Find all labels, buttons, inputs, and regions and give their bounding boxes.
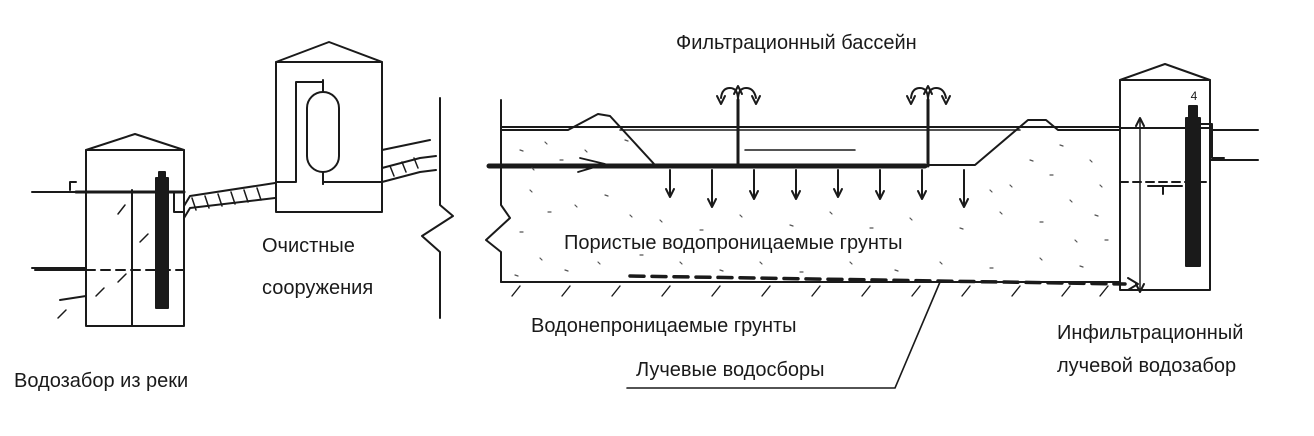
leader-line-radial-collectors (626, 281, 941, 389)
label-treatment-line1: Очистные (262, 235, 355, 257)
filtration-pool (500, 113, 1259, 166)
sprinkler-riser-2 (906, 85, 951, 168)
infiltration-arrows (665, 169, 969, 208)
sprinkler-riser-1 (716, 85, 761, 168)
radial-collector-end-arrow (1127, 277, 1139, 291)
marker-number-4: 4 (1191, 89, 1198, 103)
radial-collector-line (628, 274, 1127, 286)
label-infiltration-line2: лучевой водозабор (1057, 355, 1237, 377)
label-filtration-pool: Фильтрационный бассейн (676, 32, 917, 54)
label-radial-collectors: Лучевые водосборы (636, 359, 825, 381)
section-break-right (485, 99, 511, 283)
pool-supply-pipe (486, 157, 928, 173)
river-intake-building (31, 133, 186, 327)
section-break-left (421, 97, 454, 319)
porous-soil-texture (514, 139, 1109, 277)
label-infiltration-line1: Инфильтрационный (1057, 322, 1244, 344)
label-treatment-line2: сооружения (262, 277, 374, 299)
infiltration-intake-building (1119, 63, 1225, 293)
label-impermeable-soils: Водонепроницаемые грунты (531, 315, 797, 337)
intake-pipe (183, 182, 276, 219)
treatment-plant-building (275, 41, 437, 213)
impermeable-soil-hatching (511, 285, 1109, 297)
label-river-intake: Водозабор из реки (14, 370, 189, 392)
label-porous-soils: Пористые водопроницаемые грунты (564, 232, 903, 254)
